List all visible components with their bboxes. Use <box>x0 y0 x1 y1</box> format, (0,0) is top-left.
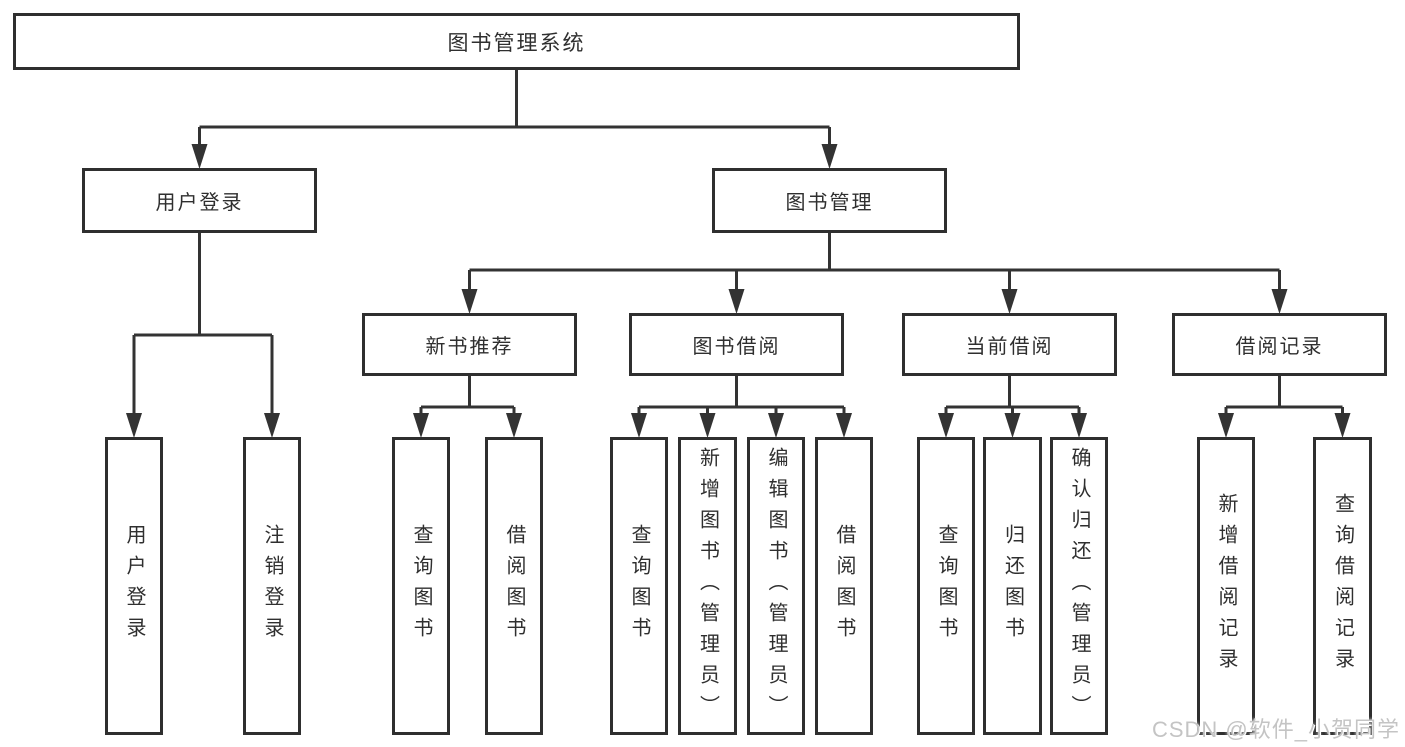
node-leaf-logout-login: 注销登录 <box>243 437 301 735</box>
node-leaf-borrow-books-borrowing: 借阅图书 <box>815 437 873 735</box>
node-leaf-borrow-books-recommend: 借阅图书 <box>485 437 543 735</box>
node-leaf-query-books-current: 查询图书 <box>917 437 975 735</box>
node-leaf-query-books-recommend: 查询图书 <box>392 437 450 735</box>
node-library-system: 图书管理系统 <box>13 13 1020 70</box>
node-leaf-edit-books-admin: 编辑图书（管理员） <box>747 437 805 735</box>
node-book-management: 图书管理 <box>712 168 947 233</box>
node-leaf-add-borrow-record: 新增借阅记录 <box>1197 437 1255 735</box>
node-leaf-confirm-return-admin: 确认归还（管理员） <box>1050 437 1108 735</box>
node-leaf-user-login: 用户登录 <box>105 437 163 735</box>
csdn-watermark: CSDN @软件_小贺同学 <box>1151 717 1400 742</box>
node-new-book-recommendation: 新书推荐 <box>362 313 577 376</box>
node-leaf-add-books-admin: 新增图书（管理员） <box>678 437 737 735</box>
node-current-borrowing: 当前借阅 <box>902 313 1117 376</box>
node-leaf-return-books: 归还图书 <box>983 437 1042 735</box>
node-book-borrowing: 图书借阅 <box>629 313 844 376</box>
node-user-login: 用户登录 <box>82 168 317 233</box>
node-leaf-query-books-borrowing: 查询图书 <box>610 437 668 735</box>
node-borrowing-records: 借阅记录 <box>1172 313 1387 376</box>
node-leaf-query-borrow-record: 查询借阅记录 <box>1313 437 1372 735</box>
